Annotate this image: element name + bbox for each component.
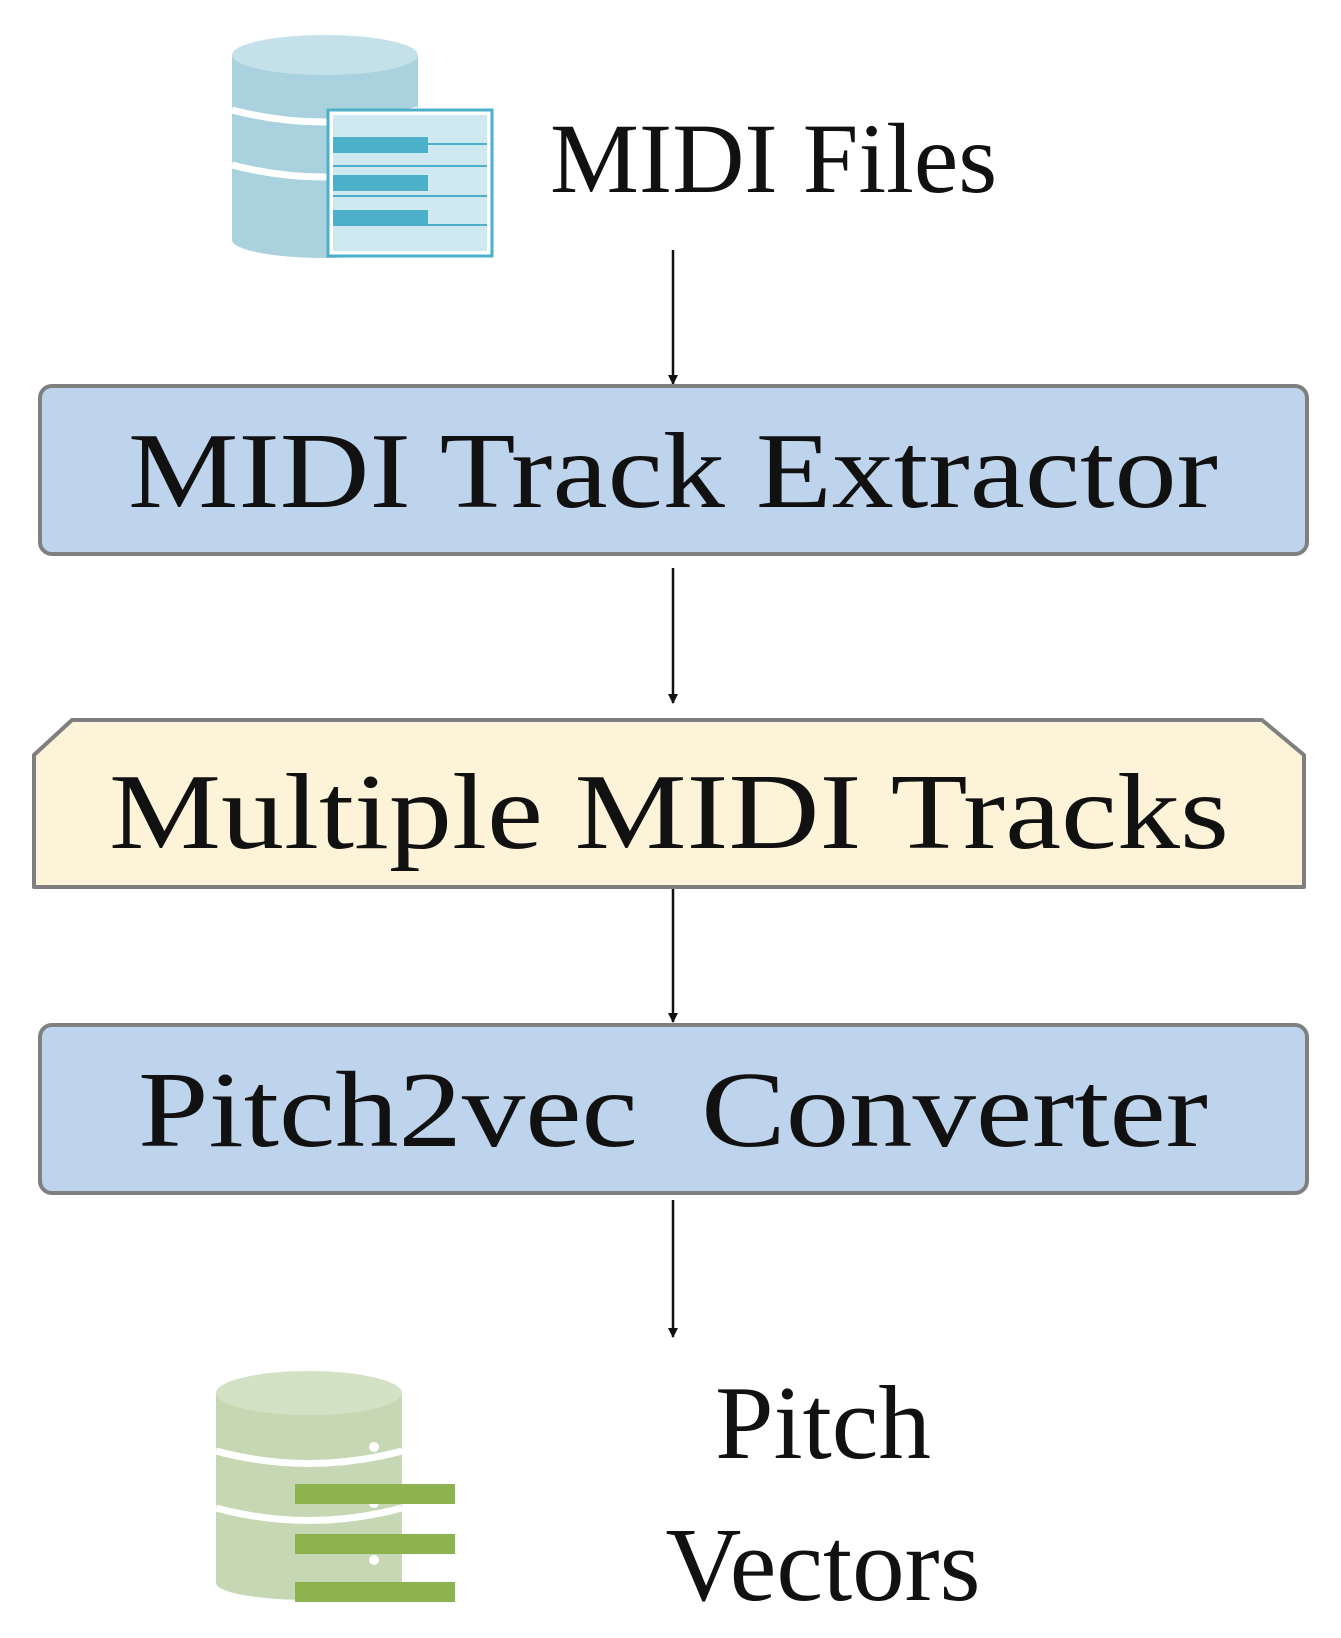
- database-piano-icon: [231, 35, 494, 258]
- database-vectors-icon: [215, 1371, 455, 1602]
- pitch2vec-converter-label: Pitch2vec Converter: [138, 1051, 1208, 1170]
- pitch2vec-converter-box: Pitch2vec Converter: [38, 1023, 1309, 1195]
- midi-track-extractor-label: MIDI Track Extractor: [128, 412, 1218, 531]
- output-label-line1: Pitch: [715, 1364, 931, 1481]
- midi-track-extractor-box: MIDI Track Extractor: [38, 384, 1309, 556]
- output-label-line2: Vectors: [666, 1506, 981, 1623]
- multiple-midi-tracks-box: Multiple MIDI Tracks: [32, 718, 1306, 889]
- multiple-midi-tracks-label: Multiple MIDI Tracks: [109, 753, 1229, 872]
- input-label: MIDI Files: [550, 103, 997, 214]
